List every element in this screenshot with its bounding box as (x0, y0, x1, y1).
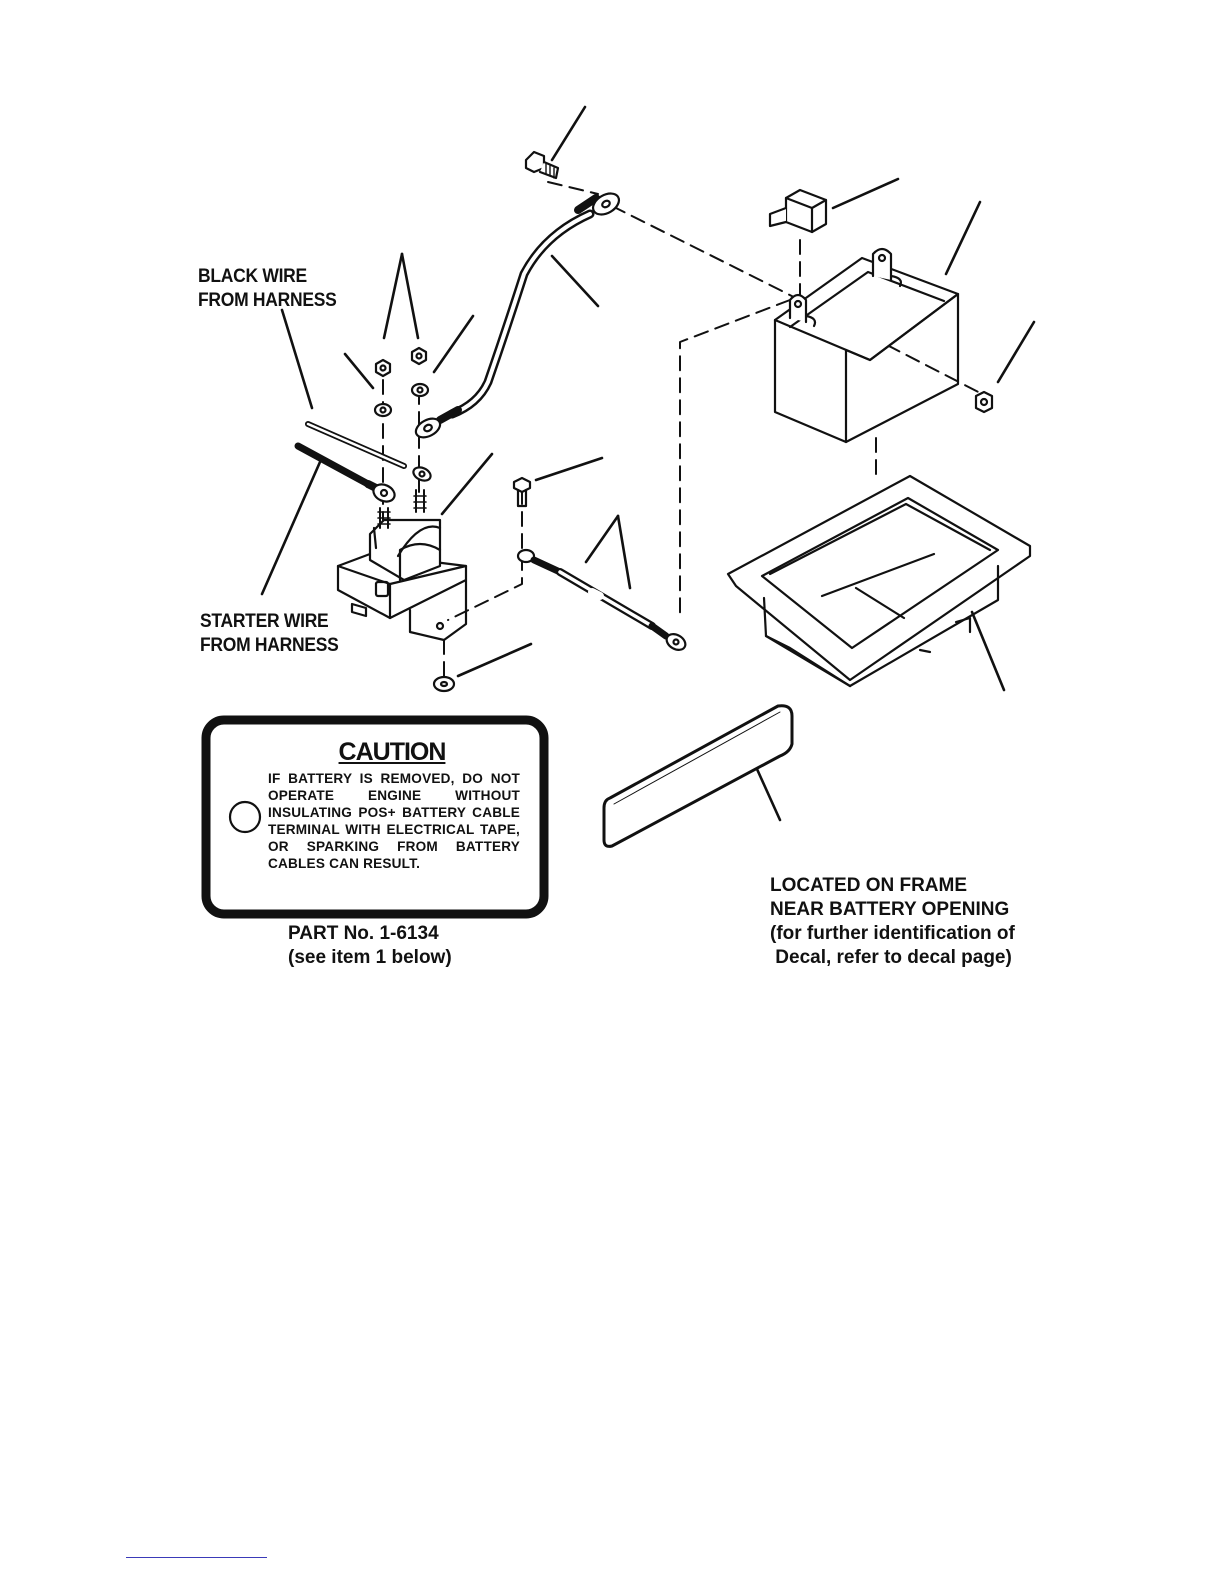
bolt-icon (524, 150, 560, 180)
battery-icon (773, 247, 960, 444)
leader-lines (260, 105, 1036, 822)
caution-title: CAUTION (338, 738, 447, 766)
part-number-label: PART No. 1-6134 (see item 1 below) (288, 922, 452, 970)
washer-icon (432, 675, 456, 693)
bolt-icon (512, 476, 532, 508)
black-wire-label-line-2: FROM HARNESS (198, 290, 337, 311)
part-number-line-2: (see item 1 below) (288, 947, 452, 968)
part-number-line-1: PART No. 1-6134 (288, 923, 439, 944)
solenoid-icon (336, 489, 468, 642)
decal-location-line-4: Decal, refer to decal page) (770, 947, 1012, 968)
ground-cable-icon (516, 548, 687, 651)
nut-icon (410, 346, 430, 398)
harness-wires (294, 421, 432, 503)
decal-location-line-2: NEAR BATTERY OPENING (770, 899, 1010, 920)
starter-wire-label: STARTER WIRE FROM HARNESS (200, 610, 339, 658)
starter-wire-label-line-2: FROM HARNESS (200, 635, 339, 656)
battery-cable-icon (414, 192, 621, 439)
battery-tray-icon (726, 474, 1032, 688)
caution-decal-icon (201, 715, 549, 919)
decal-location-line-3: (for further identification of (770, 923, 1015, 944)
caution-text: IF BATTERY IS REMOVED, DO NOT OPERATE EN… (268, 771, 520, 871)
black-wire-label-line-1: BLACK WIRE (198, 266, 307, 287)
nut-icon (373, 358, 393, 418)
decal-icon (602, 704, 794, 848)
footnote-rule (126, 1557, 267, 1558)
nut-icon (974, 390, 994, 414)
starter-wire-label-line-1: STARTER WIRE (200, 611, 329, 632)
black-wire-label: BLACK WIRE FROM HARNESS (198, 265, 337, 313)
decal-location-line-1: LOCATED ON FRAME (770, 875, 968, 896)
terminal-boot-icon (768, 188, 828, 234)
decal-location-label: LOCATED ON FRAME NEAR BATTERY OPENING (f… (770, 874, 1015, 970)
